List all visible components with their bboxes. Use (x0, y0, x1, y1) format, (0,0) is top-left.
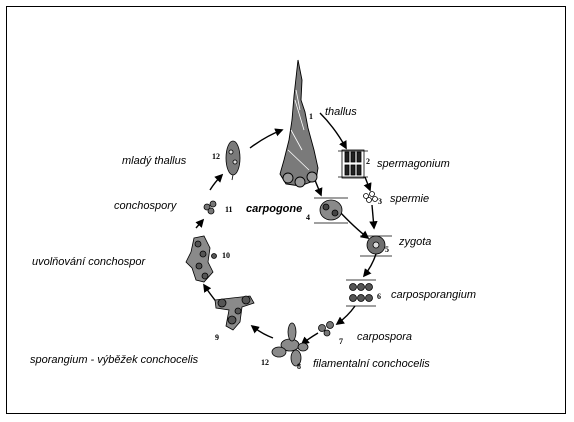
arrow-spermie-to-zygota (372, 205, 374, 228)
step-number-7: 7 (339, 337, 343, 346)
step-number-8: 8 (297, 362, 301, 371)
step-number-12: 12 (212, 152, 220, 161)
carpospora-drawing (319, 322, 334, 337)
step-number-5: 5 (385, 245, 389, 254)
label-conchospore-release: uvolňování conchospor (32, 256, 145, 269)
young-thallus-drawing (226, 141, 240, 180)
carpogone-drawing (314, 198, 348, 223)
step-number-4: 4 (306, 213, 310, 222)
label-zygota: zygota (399, 236, 431, 249)
arrow-carpospora-to-filamental (302, 333, 318, 344)
label-carpospora: carpospora (357, 331, 412, 344)
arrow-spermagonium-to-spermie (365, 177, 370, 190)
label-carpogone: carpogone (246, 203, 302, 216)
conchospore-release-drawing (186, 236, 217, 282)
carposporangium-drawing (346, 280, 376, 306)
label-thallus: thallus (325, 106, 357, 119)
label-carposporangium: carposporangium (391, 289, 476, 302)
arrow-release-to-conchospory (196, 220, 203, 228)
step-number-6: 6 (377, 292, 381, 301)
filamental-conchocelis-drawing (272, 323, 308, 366)
label-spermagonium: spermagonium (377, 158, 450, 171)
arrow-carposporangium-to-carpospora (337, 306, 355, 324)
conchospory-drawing (204, 201, 216, 214)
arrow-conchospory-to-young (210, 175, 222, 190)
arrow-carpogone-to-zygota (338, 210, 368, 238)
label-young-thallus: mladý thallus (122, 155, 186, 168)
label-filamental-conchocelis: filamentalní conchocelis (313, 358, 430, 371)
step-number-2: 2 (366, 157, 370, 166)
arrow-filamental-to-sporangium (252, 326, 273, 338)
step-number-10: 10 (222, 251, 230, 260)
spermie-drawing (364, 192, 378, 203)
label-conchospory: conchospory (114, 200, 176, 213)
label-sporangium: sporangium - výběžek conchocelis (30, 354, 198, 367)
arrow-zygota-to-carposporangium (364, 254, 376, 276)
thallus-drawing (280, 60, 318, 187)
label-spermie: spermie (390, 193, 429, 206)
step-number-1: 1 (309, 112, 313, 121)
step-number-9: 9 (215, 333, 219, 342)
sporangium-drawing (215, 296, 254, 330)
step-number-11: 11 (225, 205, 233, 214)
arrow-young-to-thallus (250, 130, 282, 148)
step-number-12-lower: 12 (261, 358, 269, 367)
spermagonium-drawing (338, 150, 368, 178)
step-number-3: 3 (378, 197, 382, 206)
